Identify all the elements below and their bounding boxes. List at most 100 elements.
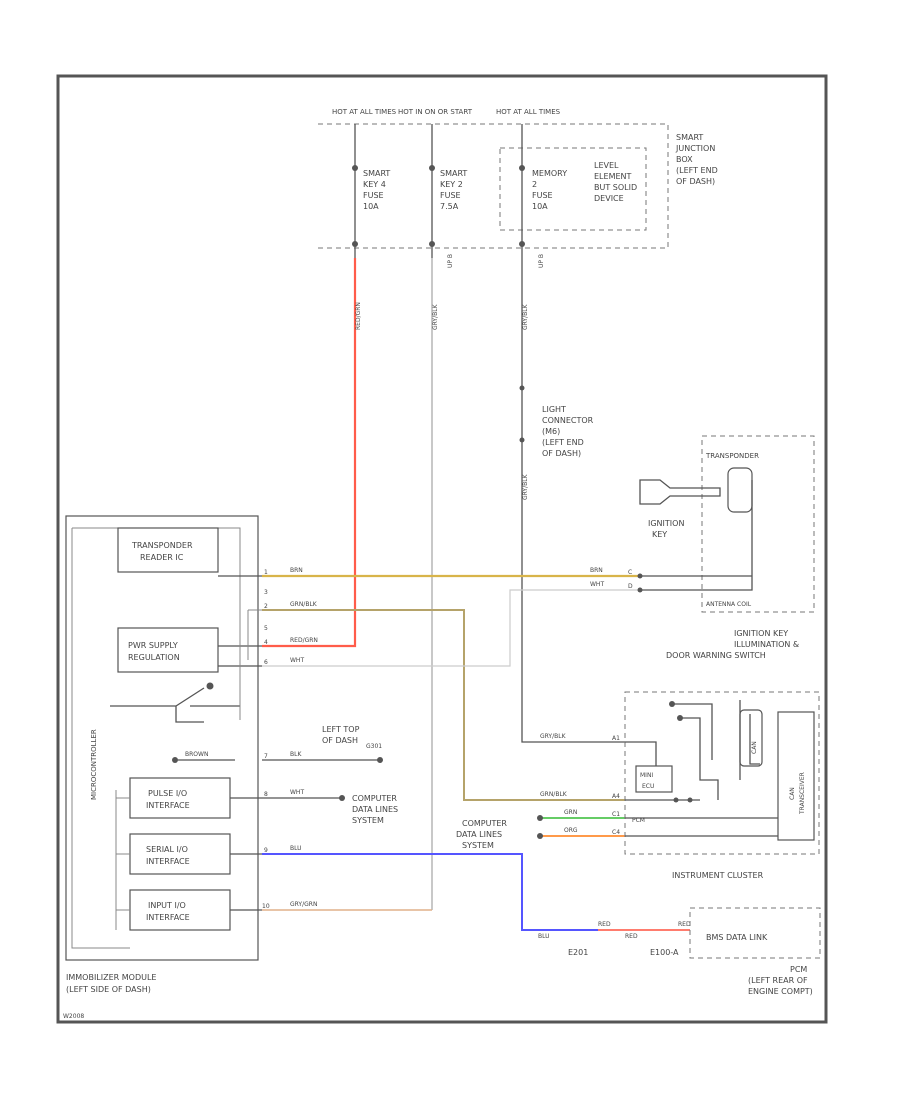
wire-label-grn-blk-right: GRN/BLK [540,791,568,798]
svg-text:LEFT TOP: LEFT TOP [322,725,360,734]
pulse-interface-line-1: PULSE I/O [148,789,187,798]
feed-label-1: HOT AT ALL TIMES [332,108,397,116]
fuse-2-node-top [429,165,435,171]
ignition-key-icon [639,479,721,505]
svg-text:FUSE: FUSE [532,191,553,200]
svg-text:6: 6 [264,659,268,666]
wire-label-brn-right: BRN [590,567,603,574]
ignition-key-label: IGNITION KEY [648,519,684,539]
svg-text:(M6): (M6) [542,427,560,436]
svg-text:KEY 2: KEY 2 [440,180,463,189]
smart-junction-box [318,123,669,249]
svg-text:(LEFT END: (LEFT END [542,438,584,447]
transponder-reader-line-2: READER IC [140,553,184,562]
transponder-chip [727,467,753,513]
svg-text:DOOR WARNING SWITCH: DOOR WARNING SWITCH [666,651,766,660]
wire-blu [262,853,598,931]
pulse-interface-line-2: INTERFACE [146,801,190,810]
cluster-internal-wiring [625,700,760,801]
data-lines-terminal-1 [339,795,345,801]
svg-text:LEVEL: LEVEL [594,161,619,170]
sjb-line-1: SMART [676,133,703,142]
wire-wht [262,589,640,667]
svg-text:COMPUTER: COMPUTER [352,794,397,803]
splice-label-2: UP B [538,254,545,268]
svg-text:ENGINE COMPT): ENGINE COMPT) [748,987,813,996]
wire-label-red: RED [625,933,638,940]
svg-text:8: 8 [264,791,268,798]
transponder-label: TRANSPONDER [705,452,759,460]
light-connector-pin-bottom [519,437,525,443]
fuse-feed-labels: HOT AT ALL TIMES HOT IN ON OR START HOT … [332,108,561,116]
solid-state-device-label: LEVEL ELEMENT BUT SOLID DEVICE [594,161,637,203]
splice-label-1: UP B [447,254,454,268]
svg-text:SYSTEM: SYSTEM [462,841,494,850]
power-supply-box [117,627,219,673]
svg-text:COMPUTER: COMPUTER [462,819,507,828]
pcm-box [689,907,821,959]
wire-grn-blk [262,609,625,801]
wire-red-grn [262,258,357,648]
key-pin-c: C [628,569,632,576]
pcm-connector-left: E201 [568,948,588,957]
wire-label-gry-grn: GRY/GRN [290,901,317,908]
wire-label-gry-blk-right: GRY/BLK [540,733,567,740]
sjb-line-5: OF DASH) [676,177,715,186]
svg-text:3: 3 [264,589,268,596]
wire-label-red-grn: RED/GRN [355,302,362,330]
input-interface-line-1: INPUT I/O [148,901,186,910]
microcontroller-label: MICROCONTROLLER [90,729,98,800]
svg-text:DATA LINES: DATA LINES [352,805,398,814]
fuse-1-node-top [352,165,358,171]
fuse-2-label: SMART KEY 2 FUSE 7.5A [440,169,467,211]
fuse-2-node-bottom [429,241,435,247]
cluster-pin-d: C4 [612,829,620,836]
svg-text:4: 4 [264,639,268,646]
feed-label-2: HOT IN ON OR START [398,108,473,116]
ground-terminal-right [377,757,383,763]
serial-interface-line-1: SERIAL I/O [146,845,188,854]
can-transceiver-line-1: CAN [789,787,796,800]
can-transceiver-line-2: TRANSCEIVER [799,772,806,815]
serial-interface-line-2: INTERFACE [146,857,190,866]
svg-text:MEMORY: MEMORY [532,169,567,178]
wire-label-red-right2: RED [678,921,691,928]
sjb-line-4: (LEFT END [676,166,718,175]
svg-text:10: 10 [262,903,270,910]
svg-text:5: 5 [264,625,268,632]
input-interface-line-2: INTERFACE [146,913,190,922]
instrument-cluster-label: INSTRUMENT CLUSTER [672,871,764,880]
light-connector-pin-top [519,385,525,391]
svg-text:SMART: SMART [363,169,390,178]
svg-text:PCM: PCM [790,965,807,974]
switch-contact [206,682,214,690]
cluster-pin-a: A1 [612,735,620,742]
wire-label-grn-blk: GRN/BLK [290,601,318,608]
wire-label-blu: BLU [290,845,302,852]
pcm-connector-right: E100-A [650,948,679,957]
wire-label-grn: GRN [564,809,577,816]
svg-text:CONNECTOR: CONNECTOR [542,416,594,425]
data-lines-terminal-2b [537,833,543,839]
svg-text:IGNITION KEY: IGNITION KEY [734,629,788,638]
wire-label-red-grn-lower: RED/GRN [290,637,318,644]
fuse-3-node-bottom [519,241,525,247]
pcm-box-label: BMS DATA LINK [706,933,768,942]
wire-label-wht-lower: WHT [290,657,304,664]
pulse-interface-box [129,777,231,819]
left-top-label: LEFT TOP OF DASH [322,725,360,745]
ignition-switch-box [701,435,815,613]
svg-text:IGNITION: IGNITION [648,519,684,528]
svg-text:BUT SOLID: BUT SOLID [594,183,637,192]
svg-text:FUSE: FUSE [440,191,461,200]
key-pin-d: D [628,583,633,590]
fuse-1-node-bottom [352,241,358,247]
power-supply-line-1: PWR SUPPLY [128,641,178,650]
pcm-label: PCM (LEFT REAR OF ENGINE COMPT) [748,965,813,996]
fuse-3-label: MEMORY 2 FUSE 10A [532,169,567,211]
svg-text:7: 7 [264,753,268,760]
sjb-line-3: BOX [676,155,693,164]
can-transceiver-box [777,711,815,841]
svg-text:OF DASH): OF DASH) [542,449,581,458]
svg-text:LIGHT: LIGHT [542,405,566,414]
